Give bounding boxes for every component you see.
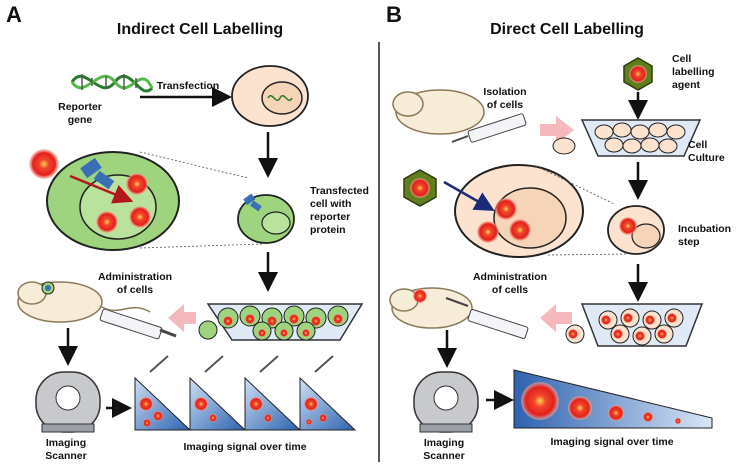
- zoom-line-top-b: [535, 165, 615, 205]
- transfected-label-2: cell with: [310, 198, 351, 210]
- culture-dish-b: [580, 119, 702, 157]
- single-cell-a: [198, 320, 218, 340]
- syringe-icon-b1: [451, 113, 527, 143]
- scanner-label-b-2: Scanner: [423, 450, 464, 462]
- agent-entry-arrow: [443, 180, 495, 211]
- labelling-agent-hexagon-icon-2: [403, 169, 437, 207]
- scanner-label-a-1: Imaging: [46, 437, 86, 449]
- reporter-gene-label-1: Reporter: [58, 101, 102, 113]
- panel-a-letter: A: [6, 2, 22, 27]
- administration-label-b-1: Administration: [473, 271, 547, 283]
- administration-label-b-2: of cells: [492, 284, 528, 296]
- signal-label-b: Imaging signal over time: [550, 436, 673, 448]
- panel-b-title: Direct Cell Labelling: [490, 21, 644, 38]
- agent-label-1: Cell: [672, 53, 691, 65]
- culture-dish-b2: [580, 303, 704, 347]
- probe-entry-arrow: [69, 174, 134, 204]
- panel-a-title: Indirect Cell Labelling: [117, 21, 283, 38]
- rat-icon-b1: [392, 89, 485, 135]
- administration-label-a-1: Administration: [98, 271, 172, 283]
- imaging-scanner-icon-b: [413, 371, 479, 433]
- isolation-label-1: Isolation: [483, 86, 526, 98]
- probe-icon: [29, 149, 59, 179]
- panel-b-letter: B: [386, 2, 402, 27]
- signal-triangles-a: [134, 355, 357, 431]
- labelling-agent-hexagon-icon: [623, 57, 653, 91]
- incubation-label-2: step: [678, 236, 700, 248]
- culture-label-2: Culture: [688, 152, 725, 164]
- transfection-label: Transfection: [157, 80, 219, 92]
- syringe-icon-b2: [445, 297, 529, 339]
- panel-a: A Indirect Cell Labelling Reporter gene …: [6, 2, 369, 462]
- agent-label-3: agent: [672, 79, 701, 91]
- single-cell-b-probe: [568, 329, 578, 339]
- transfected-cell-small: [237, 193, 295, 244]
- isolation-label-2: of cells: [487, 99, 523, 111]
- enlarged-labelled-cell: [454, 164, 584, 258]
- zoom-line-bottom-a: [139, 243, 263, 249]
- culture-label-1: Cell: [688, 139, 707, 151]
- pink-arrow-a: [168, 304, 196, 332]
- transfected-label-4: protein: [310, 224, 346, 236]
- administration-label-a-2: of cells: [117, 284, 153, 296]
- agent-label-2: labelling: [672, 66, 715, 78]
- syringe-icon-a: [69, 295, 177, 340]
- pink-arrow-b1: [540, 116, 574, 144]
- reporter-gene-label-2: gene: [68, 114, 93, 126]
- signal-wedge-b: [513, 369, 713, 429]
- isolated-cell: [552, 137, 576, 155]
- incubation-label-1: Incubation: [678, 223, 731, 235]
- dna-helix-icon: [70, 74, 154, 93]
- zoom-line-bottom-b: [547, 253, 629, 256]
- imaging-scanner-icon-a: [35, 371, 101, 433]
- rat-icon-b2: [389, 287, 473, 329]
- transfected-label-3: reporter: [310, 211, 350, 223]
- pink-arrow-b2: [540, 304, 572, 332]
- incubation-cell: [607, 205, 665, 255]
- signal-label-a: Imaging signal over time: [183, 441, 306, 453]
- transfected-label-1: Transfected: [310, 185, 369, 197]
- scanner-label-b-1: Imaging: [424, 437, 464, 449]
- enlarged-transfected-cell: [46, 151, 180, 251]
- scanner-label-a-2: Scanner: [45, 450, 86, 462]
- culture-dish-a: [206, 303, 364, 341]
- zoom-line-top-a: [139, 151, 249, 179]
- target-cell: [231, 65, 309, 127]
- rat-icon-a: [17, 281, 151, 323]
- panel-b: B Direct Cell Labelling Cell labelling a…: [386, 2, 731, 462]
